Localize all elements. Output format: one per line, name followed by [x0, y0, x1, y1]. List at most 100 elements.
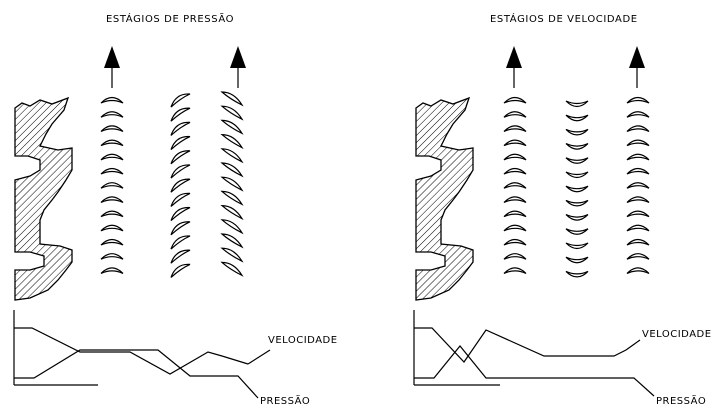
nozzle-block-icon: [415, 96, 474, 301]
blade-row-icon: [220, 162, 244, 178]
right-velocity-curve: [414, 327, 641, 363]
right-pressure-label: PRESSÃO: [656, 394, 706, 407]
blade-row-icon: [220, 176, 244, 192]
blade-row-icon: [100, 182, 124, 189]
blade-row-icon: [100, 167, 124, 175]
blade-row-icon: [626, 167, 650, 175]
blade-row-icon: [220, 204, 244, 221]
blade-row-icon: [100, 96, 124, 104]
blade-row-icon: [565, 199, 589, 207]
blade-row-icon: [170, 206, 191, 222]
blade-row-icon: [170, 93, 191, 108]
blade-row-icon: [170, 135, 191, 151]
blade-row-icon: [220, 233, 244, 249]
blade-row-icon: [565, 171, 589, 179]
blade-row-icon: [220, 247, 244, 263]
right-panel-title: ESTÁGIOS DE VELOCIDADE: [490, 12, 638, 25]
right-pressure-curve: [414, 345, 655, 397]
blade-row-icon: [626, 182, 650, 189]
left-pressure-label: PRESSÃO: [260, 394, 310, 407]
blade-row-icon: [565, 100, 589, 108]
blade-row-icon: [503, 253, 527, 260]
blade-row-icon: [565, 228, 589, 235]
blade-row-icon: [170, 263, 191, 278]
blade-row-icon: [626, 196, 650, 203]
right-curves: VELOCIDADE PRESSÃO: [413, 310, 712, 407]
blade-row-icon: [626, 238, 650, 246]
blade-row-icon: [170, 150, 191, 165]
blade-row-icon: [170, 249, 191, 264]
blade-row-icon: [503, 196, 527, 203]
blade-row-icon: [170, 178, 191, 193]
blade-row-icon: [170, 235, 191, 250]
left-velocity-label: VELOCIDADE: [268, 335, 338, 346]
flow-arrow-icon: [629, 46, 645, 88]
blade-row-icon: [220, 133, 244, 150]
blade-row-icon: [220, 91, 244, 107]
left-blade-rows: [100, 91, 244, 278]
blade-row-icon: [100, 267, 124, 274]
blade-row-icon: [170, 164, 191, 179]
flow-arrow-icon: [104, 46, 120, 88]
right-panel: ESTÁGIOS DE VELOCIDADE VELOCIDADE PRESSÃ…: [413, 12, 712, 407]
blade-row-icon: [565, 242, 589, 250]
blade-row-icon: [100, 253, 124, 260]
blade-row-icon: [565, 143, 589, 150]
blade-row-icon: [626, 210, 650, 218]
blade-row-icon: [565, 114, 589, 122]
blade-row-icon: [503, 182, 527, 189]
blade-row-icon: [503, 267, 527, 274]
left-curves: VELOCIDADE PRESSÃO: [13, 310, 338, 407]
blade-row-icon: [565, 185, 589, 193]
blade-row-icon: [100, 238, 124, 246]
blade-row-icon: [626, 125, 650, 132]
blade-row-icon: [626, 96, 650, 104]
blade-row-icon: [503, 96, 527, 104]
blade-row-icon: [503, 224, 527, 232]
nozzle-block-icon: [14, 96, 73, 301]
blade-row-icon: [626, 139, 650, 147]
left-velocity-curve: [14, 327, 249, 375]
blade-row-icon: [626, 153, 650, 161]
blade-row-icon: [220, 261, 244, 277]
blade-row-icon: [503, 153, 527, 161]
blade-row-icon: [220, 190, 244, 206]
blade-row-icon: [565, 270, 589, 278]
blade-row-icon: [626, 111, 650, 118]
blade-row-icon: [503, 139, 527, 147]
blade-row-icon: [170, 221, 191, 236]
left-pressure-curve: [14, 349, 259, 399]
blade-row-icon: [626, 224, 650, 232]
blade-row-icon: [170, 192, 191, 207]
right-velocity-label: VELOCIDADE: [642, 329, 712, 340]
blade-row-icon: [100, 196, 124, 203]
blade-row-icon: [170, 107, 191, 122]
blade-row-icon: [503, 125, 527, 132]
blade-row-icon: [565, 256, 589, 264]
blade-row-icon: [565, 157, 589, 164]
blade-row-icon: [100, 153, 124, 161]
blade-row-icon: [503, 111, 527, 118]
blade-row-icon: [220, 219, 244, 235]
left-panel: ESTÁGIOS DE PRESSÃO VELOCIDADE PRESSÃO: [13, 12, 338, 407]
blade-row-icon: [503, 238, 527, 246]
blade-row-icon: [100, 139, 124, 147]
blade-row-icon: [220, 105, 244, 121]
blade-row-icon: [503, 210, 527, 218]
flow-arrow-icon: [506, 46, 522, 88]
blade-row-icon: [626, 267, 650, 274]
left-panel-title: ESTÁGIOS DE PRESSÃO: [106, 12, 234, 25]
right-blade-rows: [503, 96, 650, 278]
blade-row-icon: [100, 224, 124, 232]
flow-arrow-icon: [230, 46, 246, 88]
blade-row-icon: [220, 148, 244, 164]
blade-row-icon: [565, 214, 589, 221]
blade-row-icon: [100, 210, 124, 218]
blade-row-icon: [626, 253, 650, 260]
blade-row-icon: [220, 119, 244, 135]
blade-row-icon: [100, 111, 124, 118]
blade-row-icon: [100, 125, 124, 132]
blade-row-icon: [565, 128, 589, 136]
